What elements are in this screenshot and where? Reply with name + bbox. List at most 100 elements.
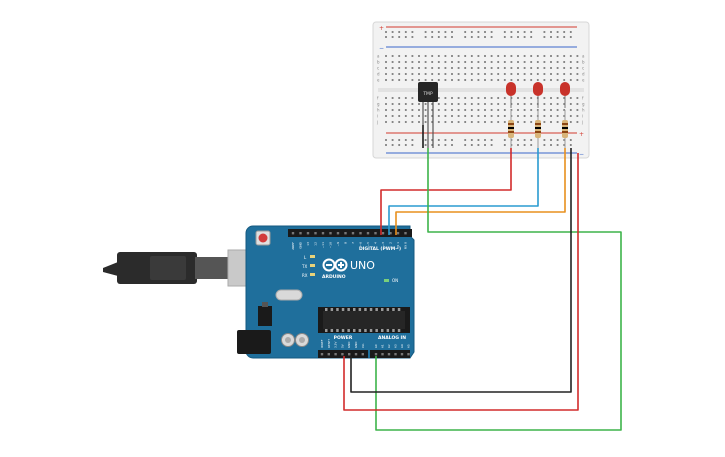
breadboard-row-label: h <box>582 108 585 113</box>
led-1-body[interactable] <box>506 82 516 96</box>
digital-pin[interactable] <box>321 232 325 235</box>
breadboard-hole <box>550 73 552 75</box>
resistor-1[interactable] <box>508 110 514 148</box>
breadboard-row-label: b <box>377 60 380 65</box>
wire-blue-led-2-to-pin[interactable] <box>388 148 539 235</box>
usb-plug-icon[interactable] <box>103 249 269 287</box>
breadboard-hole <box>497 79 500 81</box>
breadboard-hole <box>503 97 506 99</box>
digital-pin[interactable] <box>291 232 295 235</box>
breadboard-hole <box>424 61 427 63</box>
breadboard-hole <box>536 79 539 81</box>
power-pin[interactable] <box>320 353 324 356</box>
wire-red-5v-to-rail[interactable] <box>343 153 579 411</box>
analog-pin[interactable] <box>387 353 391 356</box>
wire-red-led-1-to-pin[interactable] <box>380 148 512 235</box>
digital-pin[interactable] <box>306 232 310 235</box>
digital-pin[interactable] <box>314 232 317 235</box>
breadboard-hole <box>431 121 434 123</box>
digital-pin-label: TX 1 <box>396 242 400 250</box>
analog-pin[interactable] <box>381 353 384 356</box>
digital-pin[interactable] <box>396 232 400 235</box>
digital-pin[interactable] <box>381 232 385 235</box>
analog-pin[interactable] <box>400 353 404 356</box>
digital-pin[interactable] <box>344 232 347 235</box>
resistor-3-band-3 <box>562 131 568 133</box>
breadboard-row-label: i <box>582 114 583 119</box>
breadboard-hole <box>556 73 559 75</box>
breadboard-hole <box>543 79 546 81</box>
wires[interactable] <box>343 125 622 431</box>
red-led-2[interactable] <box>533 82 543 108</box>
breadboard-hole <box>543 61 546 63</box>
sensor-body[interactable] <box>418 82 438 102</box>
digital-pin[interactable] <box>404 232 407 235</box>
resistor-2-band-2 <box>535 127 541 129</box>
digital-pin-label: ~11 <box>321 242 325 248</box>
power-pin[interactable] <box>354 353 358 356</box>
breadboard-hole <box>563 73 566 75</box>
digital-pin-label: 7 <box>351 242 355 244</box>
breadboard-hole <box>503 67 506 69</box>
breadboard-hole <box>490 115 493 117</box>
breadboard-rail-hole <box>550 36 552 38</box>
red-led-3[interactable] <box>560 82 570 108</box>
digital-header[interactable] <box>288 229 412 237</box>
resistor-2[interactable] <box>535 110 541 148</box>
breadboard-hole <box>490 61 493 63</box>
tx-led-label: TX <box>301 264 307 269</box>
power-pin[interactable] <box>361 353 364 356</box>
led-3-body[interactable] <box>560 82 570 96</box>
breadboard-rail-hole <box>484 36 486 38</box>
power-pin[interactable] <box>327 353 330 356</box>
breadboard-rail-hole <box>398 36 401 38</box>
digital-pin[interactable] <box>389 232 392 235</box>
breadboard-rail-hole <box>510 31 513 33</box>
analog-pin[interactable] <box>374 353 378 356</box>
resistor-3[interactable] <box>562 110 568 148</box>
breadboard-hole <box>490 55 493 57</box>
red-led-1[interactable] <box>506 82 516 108</box>
breadboard-hole <box>484 55 486 57</box>
breadboard-rail-hole <box>523 31 526 33</box>
breadboard-rail-hole <box>543 36 546 38</box>
wire-black-gnd-to-rail[interactable] <box>350 148 572 393</box>
wire-orange-led-3-to-pin[interactable] <box>395 148 566 235</box>
chip-pin <box>347 329 350 332</box>
breadboard-hole <box>576 109 579 111</box>
breadboard-hole <box>431 73 434 75</box>
digital-pin[interactable] <box>299 232 302 235</box>
analog-pin[interactable] <box>394 353 397 356</box>
breadboard-rail-hole <box>556 36 559 38</box>
digital-pin[interactable] <box>329 232 332 235</box>
breadboard-hole <box>503 73 506 75</box>
digital-pin[interactable] <box>374 232 377 235</box>
digital-pin[interactable] <box>366 232 370 235</box>
digital-pin-label: ~3 <box>381 242 385 247</box>
breadboard-rail-hole <box>477 144 480 146</box>
power-pin[interactable] <box>348 353 351 356</box>
analog-pin[interactable] <box>407 353 410 356</box>
breadboard-row-label: j <box>581 120 583 125</box>
digital-pin-label: 13 <box>306 242 310 246</box>
power-pin[interactable] <box>334 353 337 356</box>
breadboard-hole <box>484 115 486 117</box>
dc-power-jack[interactable] <box>237 330 271 354</box>
led-2-body[interactable] <box>533 82 543 96</box>
digital-pin[interactable] <box>336 232 340 235</box>
digital-pin[interactable] <box>351 232 355 235</box>
breadboard-hole <box>503 121 506 123</box>
power-pin[interactable] <box>341 353 344 356</box>
breadboard-rail-hole <box>490 144 493 146</box>
l-led-label: L <box>304 255 307 260</box>
breadboard-rail-hole <box>517 144 519 146</box>
wire-green-sensor-to-analog[interactable] <box>375 148 622 431</box>
breadboard-hole <box>398 55 401 57</box>
breadboard-hole <box>550 109 552 111</box>
digital-pin[interactable] <box>359 232 362 235</box>
breadboard-hole <box>497 67 500 69</box>
